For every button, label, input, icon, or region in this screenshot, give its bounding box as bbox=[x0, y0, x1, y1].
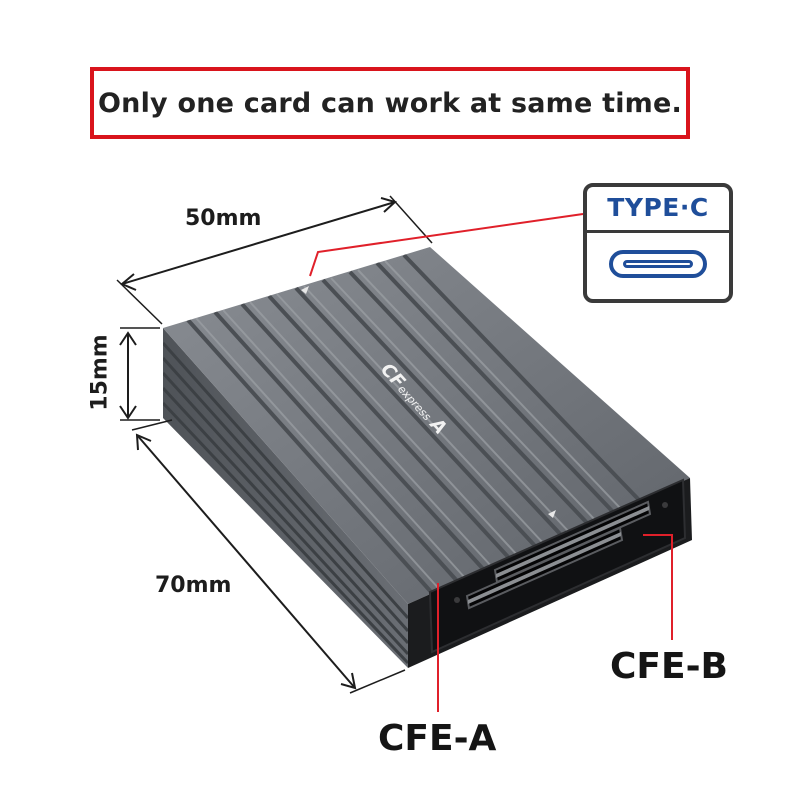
width-dimension-label: 50mm bbox=[185, 206, 262, 231]
notice-text: Only one card can work at same time. bbox=[98, 87, 682, 119]
typec-leader bbox=[309, 213, 584, 277]
typec-callout: TYPE·C bbox=[583, 183, 733, 303]
device-front-face bbox=[408, 478, 692, 668]
length-dimension-label: 70mm bbox=[155, 573, 232, 598]
arrow-mark-icon bbox=[548, 510, 556, 518]
typec-divider bbox=[587, 230, 729, 233]
indicator-light bbox=[454, 597, 460, 603]
cfe-a-label: CFE-A bbox=[378, 718, 497, 759]
indicator-light bbox=[662, 502, 668, 508]
typec-title: TYPE·C bbox=[607, 193, 709, 222]
cfe-b-label: CFE-B bbox=[610, 646, 728, 687]
leader-lines bbox=[309, 213, 673, 712]
device-top-face bbox=[163, 247, 690, 604]
usb-c-port-icon bbox=[609, 250, 707, 278]
dimension-lines bbox=[116, 195, 433, 694]
device-side-fins bbox=[163, 328, 408, 668]
arrow-mark-icon bbox=[301, 286, 309, 294]
cfe-b-leader bbox=[643, 534, 673, 640]
height-dimension-label: 15mm bbox=[87, 334, 113, 411]
notice-banner: Only one card can work at same time. bbox=[90, 67, 690, 139]
